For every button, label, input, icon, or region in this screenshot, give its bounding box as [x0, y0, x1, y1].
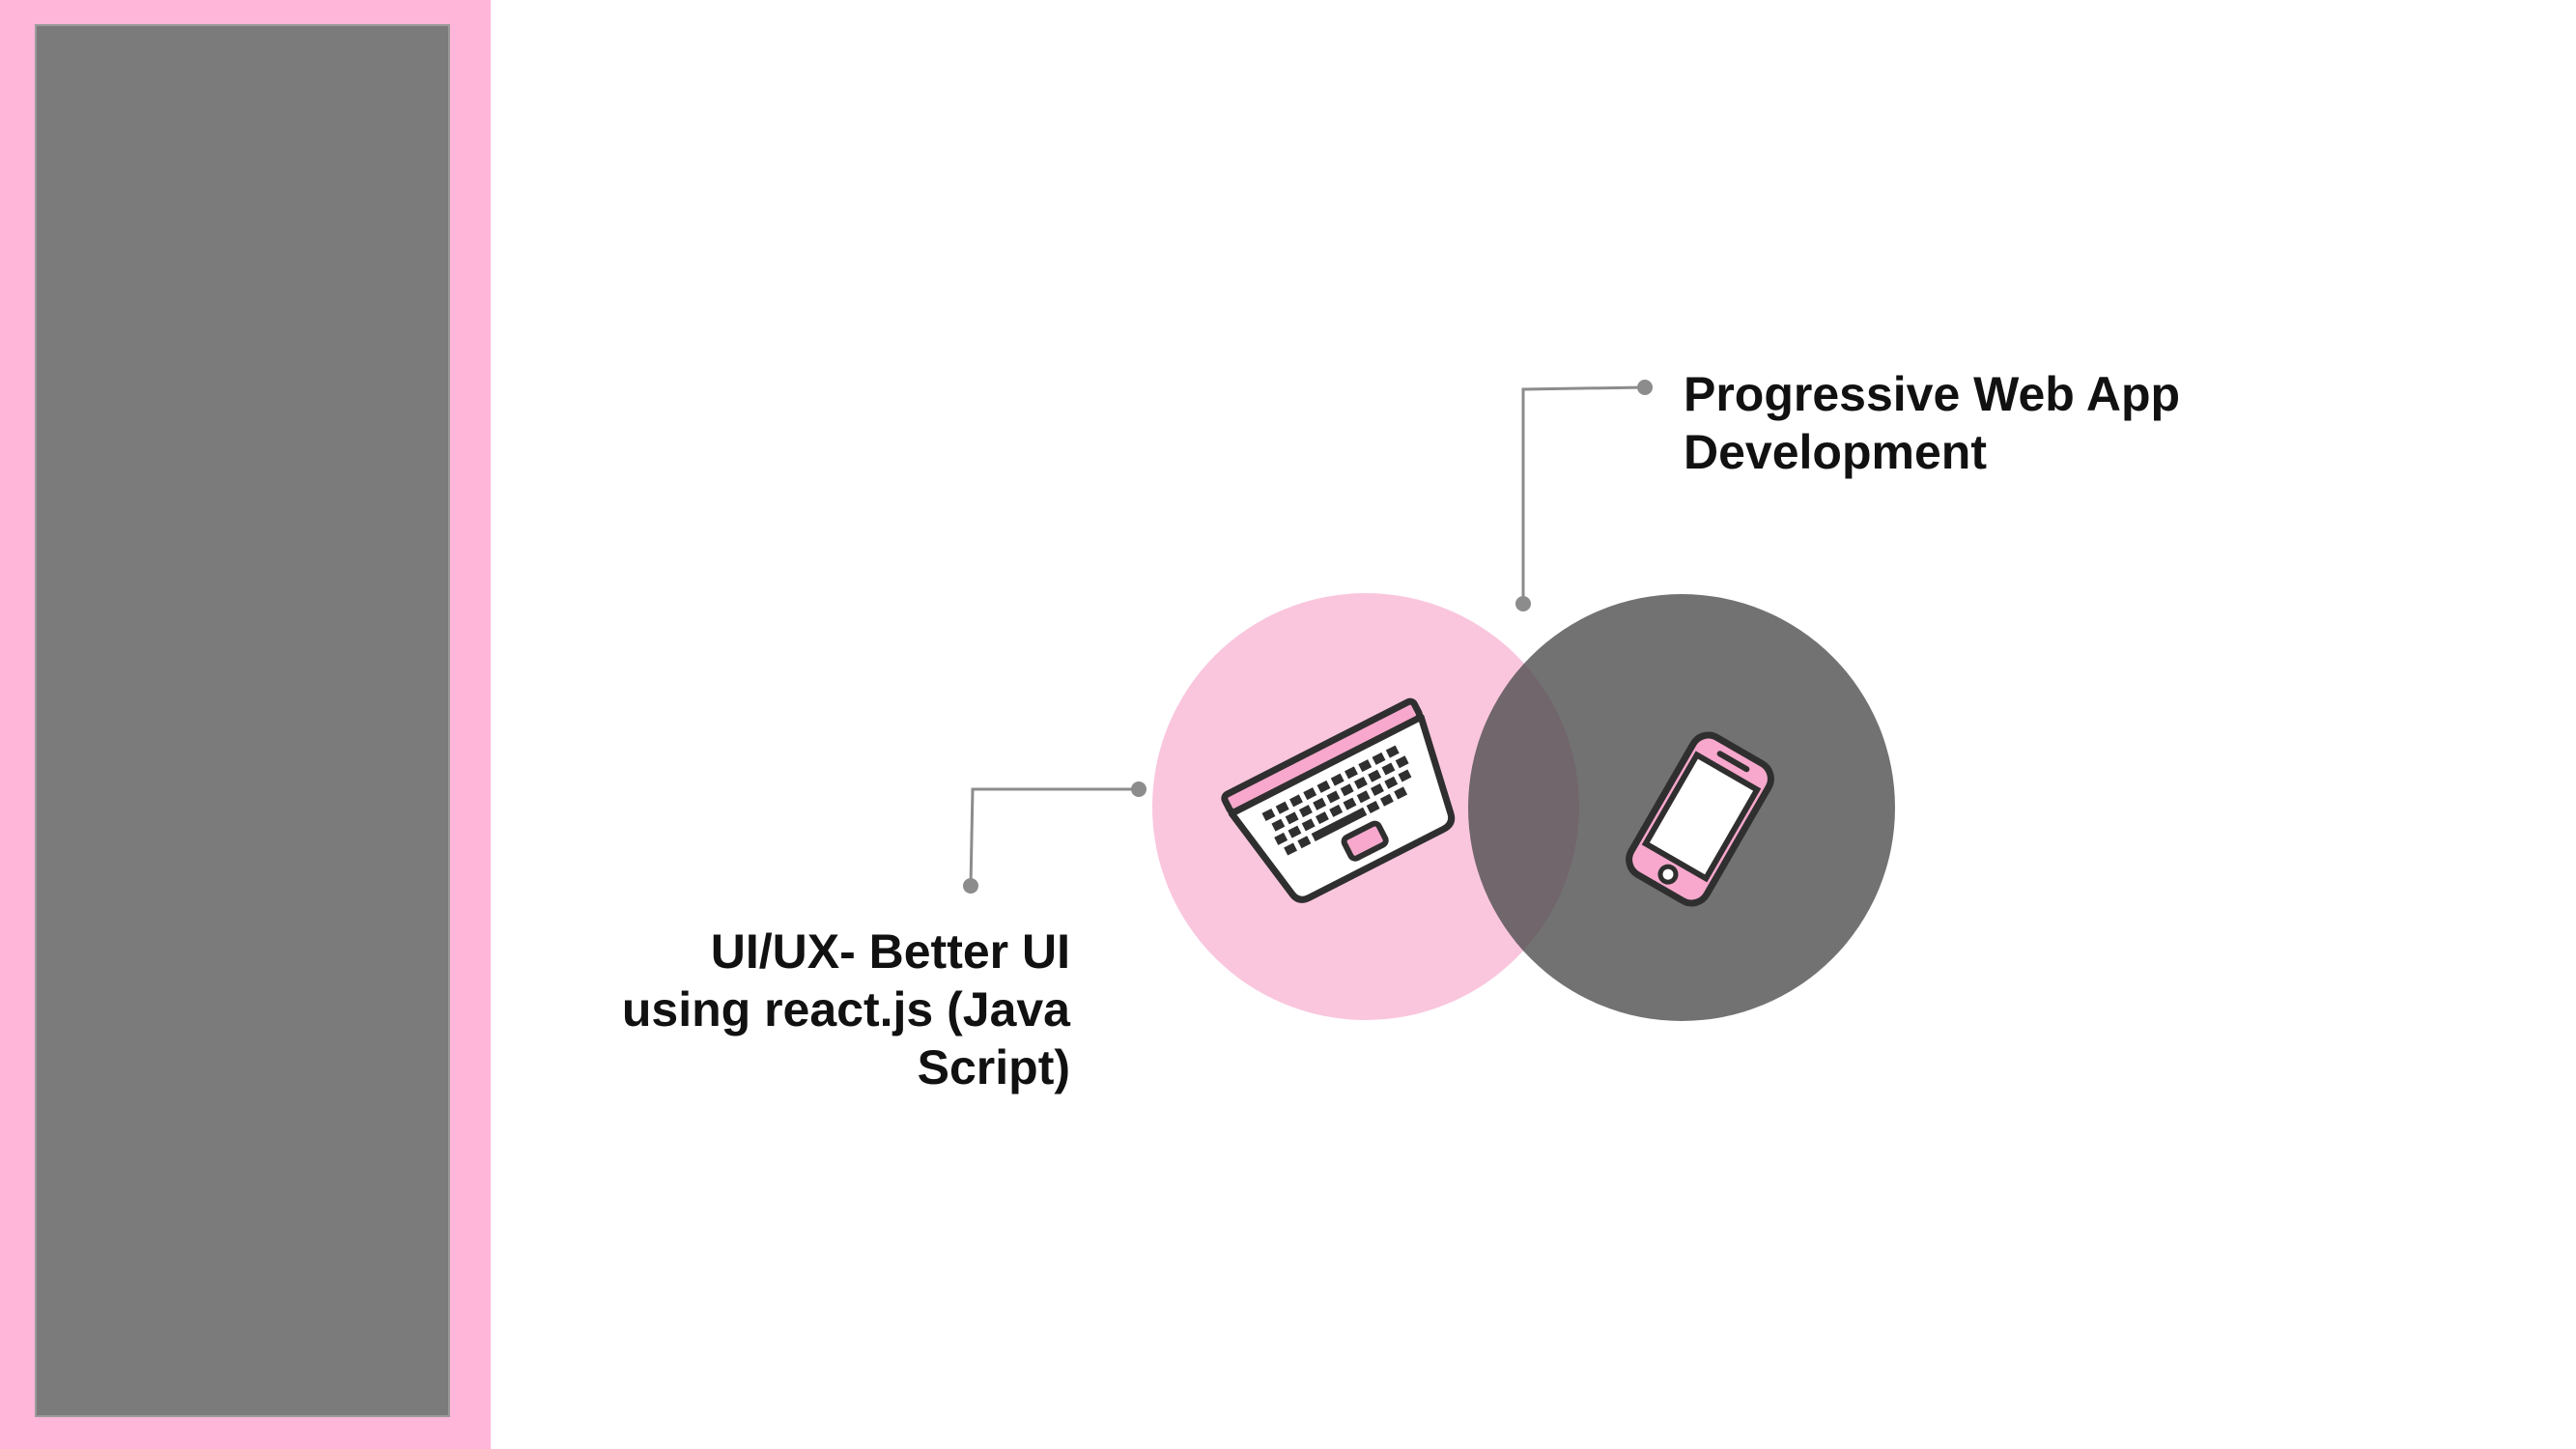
- uiux-label-line2: using react.js (Java: [621, 982, 1070, 1037]
- smartphone-icon: [1626, 731, 1774, 907]
- connector-uiux: [963, 781, 1146, 894]
- uiux-label: UI/UX- Better UI using react.js (Java Sc…: [541, 923, 1070, 1096]
- pwa-label-line2: Development: [1684, 425, 1987, 479]
- connector-pwa: [1515, 380, 1653, 611]
- uiux-label-line3: Script): [917, 1040, 1070, 1094]
- laptop-icon: [1221, 697, 1456, 903]
- pink-side-panel: [0, 0, 491, 1449]
- pwa-label: Progressive Web App Development: [1684, 365, 2282, 481]
- gray-image-placeholder: [35, 24, 450, 1417]
- pwa-label-line1: Progressive Web App: [1684, 367, 2181, 421]
- uiux-label-line1: UI/UX- Better UI: [710, 924, 1070, 979]
